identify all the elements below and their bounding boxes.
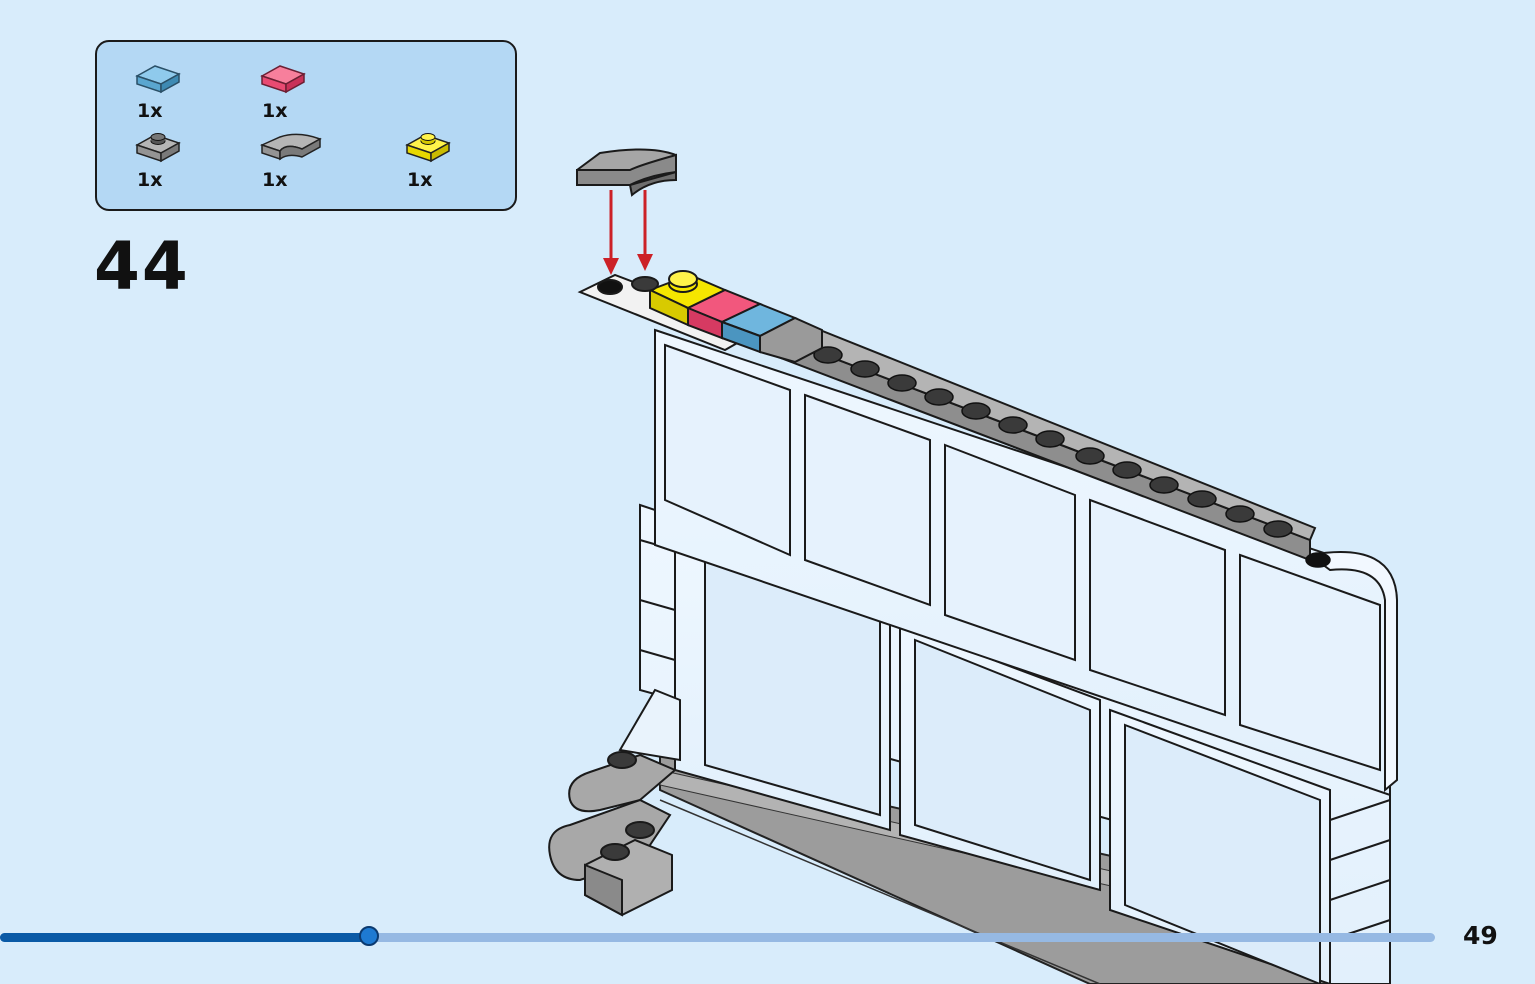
part-gray-curved-slope: 1x — [258, 131, 328, 201]
part-qty: 1x — [262, 169, 288, 191]
top-studs — [775, 317, 1331, 568]
progress-bar — [0, 926, 1435, 946]
curved-slope-piece — [576, 148, 677, 197]
placement-arrows — [603, 190, 653, 275]
part-gray-plate: 1x — [133, 131, 203, 201]
part-pink-tile: 1x — [258, 62, 328, 132]
left-bracket-assembly — [548, 688, 681, 917]
upper-window-frames — [654, 328, 1398, 797]
part-qty: 1x — [407, 169, 433, 191]
yellow-plate-icon — [405, 133, 451, 163]
progress-knob — [359, 926, 379, 946]
gray-plate-icon — [135, 133, 181, 163]
parts-list-callout: 1x 1x 1x 1x — [95, 40, 517, 211]
progress-fill — [0, 933, 369, 942]
part-blue-tile: 1x — [133, 62, 203, 132]
step-number: 44 — [94, 228, 190, 305]
pink-tile-icon — [260, 65, 306, 94]
part-qty: 1x — [137, 100, 163, 122]
colored-tiles — [577, 270, 823, 364]
page-number: 49 — [1463, 921, 1498, 950]
blue-tile-icon — [135, 65, 181, 94]
gray-curved-slope-icon — [259, 133, 322, 161]
part-qty: 1x — [262, 100, 288, 122]
part-yellow-plate: 1x — [403, 131, 473, 201]
transparent-wall — [639, 503, 1391, 984]
part-qty: 1x — [137, 169, 163, 191]
